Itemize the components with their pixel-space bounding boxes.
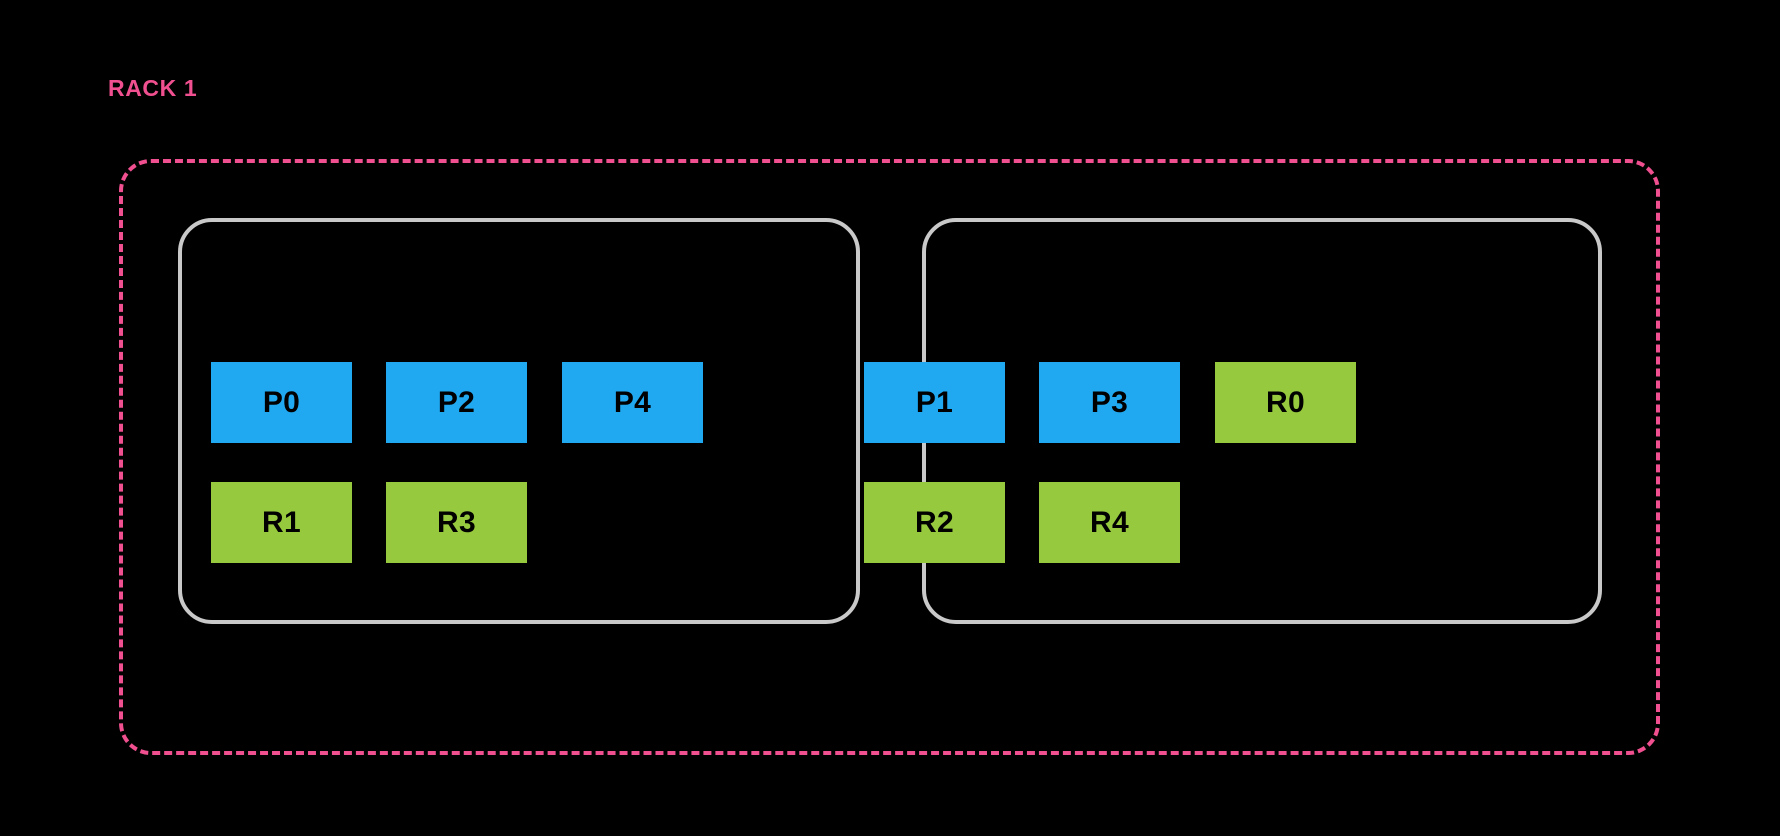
shard-r4[interactable]: R4 [1039,482,1180,563]
rack-boundary [119,159,1660,755]
rack-label: RACK 1 [108,75,198,101]
node-card-0 [178,218,860,624]
shard-p3[interactable]: P3 [1039,362,1180,443]
shard-p0[interactable]: P0 [211,362,352,443]
shard-r2[interactable]: R2 [864,482,1005,563]
shard-r0[interactable]: R0 [1215,362,1356,443]
shard-r3[interactable]: R3 [386,482,527,563]
shard-p1[interactable]: P1 [864,362,1005,443]
shard-p2[interactable]: P2 [386,362,527,443]
shard-p4[interactable]: P4 [562,362,703,443]
shard-r1[interactable]: R1 [211,482,352,563]
